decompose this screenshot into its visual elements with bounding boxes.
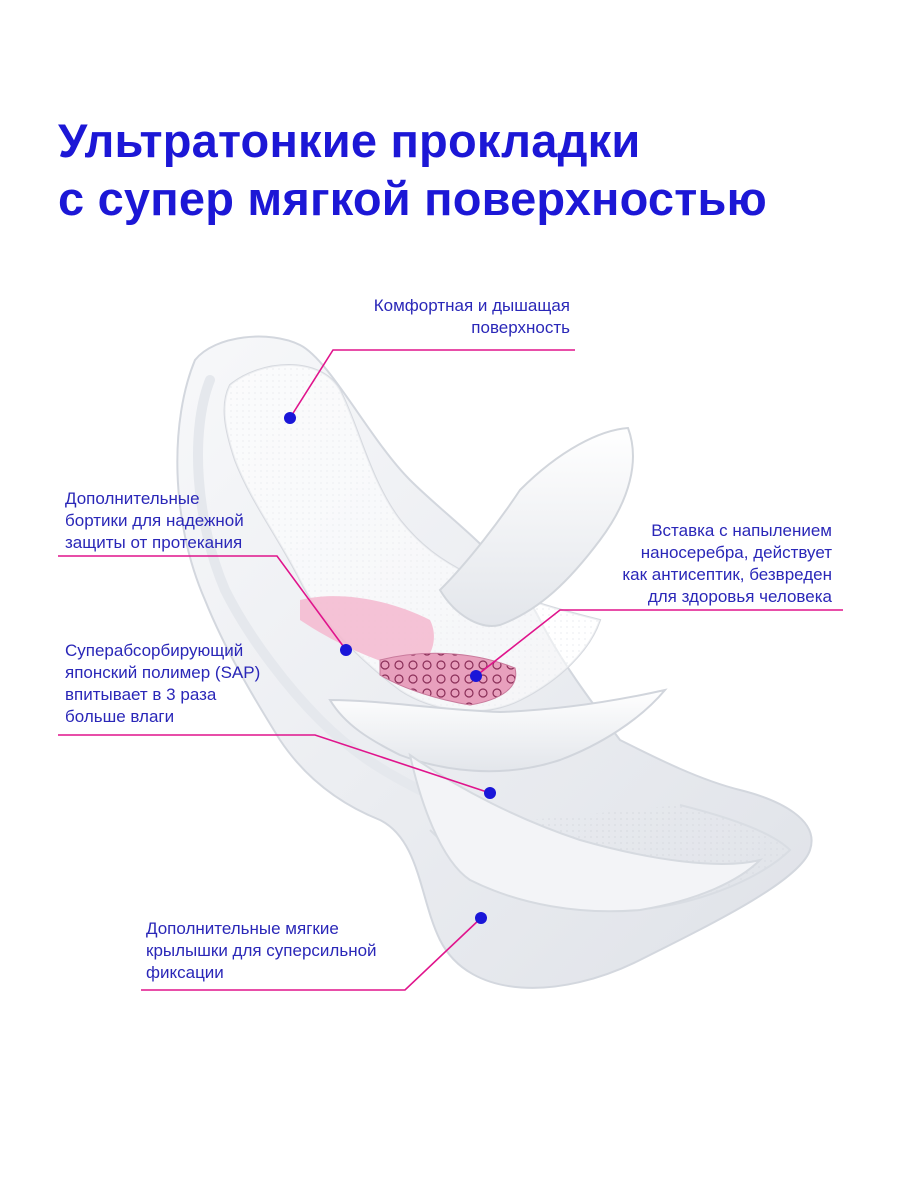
leader-line-wings <box>141 917 482 991</box>
callout-surface: Комфортная и дышащая поверхность <box>374 295 570 339</box>
leader-lines <box>58 349 843 991</box>
callout-sides-line: бортики для надежной <box>65 511 244 530</box>
callout-silver-line: как антисептик, безвреден <box>622 565 832 584</box>
leader-line-sap <box>58 734 491 794</box>
marker-dot-silver <box>470 670 482 682</box>
lifted-layer <box>438 426 634 627</box>
marker-dot-wings <box>475 912 487 924</box>
sap-layer <box>328 688 764 913</box>
callout-sides-line: защиты от протекания <box>65 533 243 552</box>
pink-insert <box>300 596 517 706</box>
title-line-2: с супер мягкой поверхностью <box>58 172 767 225</box>
callout-sap-line: больше влаги <box>65 707 175 726</box>
leader-line-silver <box>475 609 843 677</box>
title-line-1: Ультратонкие прокладки <box>58 114 641 167</box>
callout-sap-line: впитывает в 3 раза <box>65 685 217 704</box>
marker-dot-sap <box>484 787 496 799</box>
callout-surface-line: поверхность <box>471 318 570 337</box>
leader-line-sides <box>58 555 347 651</box>
callout-sap: Суперабсорбирующий японский полимер (SAP… <box>65 640 260 728</box>
leader-line-surface <box>289 349 575 419</box>
callout-sap-line: японский полимер (SAP) <box>65 663 261 682</box>
callout-sap-line: Суперабсорбирующий <box>65 641 244 660</box>
callout-silver-line: Вставка с напылением <box>651 521 832 540</box>
marker-dots <box>284 412 496 924</box>
callout-surface-line: Комфортная и дышащая <box>373 296 570 315</box>
callout-wings-line: Дополнительные мягкие <box>146 919 339 938</box>
marker-dot-surface <box>284 412 296 424</box>
top-sheet <box>223 364 602 712</box>
callout-sides-line: Дополнительные <box>65 489 200 508</box>
callout-wings-line: фиксации <box>146 963 224 982</box>
page-title: Ультратонкие прокладки с супер мягкой по… <box>58 112 858 228</box>
callout-silver-line: наносеребра, действует <box>640 543 832 562</box>
callout-silver: Вставка с напылением наносеребра, действ… <box>622 520 832 608</box>
marker-dot-sides <box>340 644 352 656</box>
callout-wings-line: крылышки для суперсильной <box>146 941 377 960</box>
callout-wings: Дополнительные мягкие крылышки для супер… <box>146 918 377 984</box>
callout-sides: Дополнительные бортики для надежной защи… <box>65 488 244 554</box>
callout-silver-line: для здоровья человека <box>647 587 832 606</box>
